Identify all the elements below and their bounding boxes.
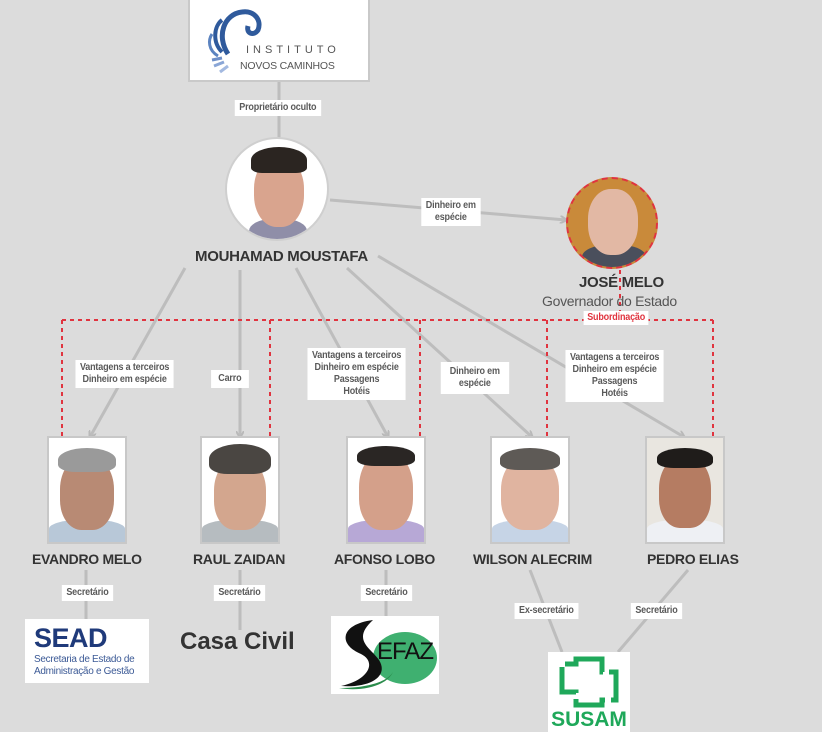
swirl-logo-icon xyxy=(208,9,262,74)
casa-civil-logo: Casa Civil xyxy=(180,628,295,655)
sead-line2: Administração e Gestão xyxy=(34,666,135,677)
wilson-alecrim-name: WILSON ALECRIM xyxy=(473,551,592,567)
label-line: Dinheiro em espécie xyxy=(82,374,167,385)
label-line: Carro xyxy=(218,373,242,384)
afonso-lobo-name: AFONSO LOBO xyxy=(334,551,435,567)
sead-acronym: SEAD xyxy=(34,623,108,653)
pedro-elias-name: PEDRO ELIAS xyxy=(647,551,739,567)
label-line: Dinheiro em xyxy=(425,200,476,211)
label-line: Passagens xyxy=(333,374,380,385)
role-label-wilson: Ex-secretário xyxy=(514,603,579,619)
edge-label-afonso: Vantagens a terceiros Dinheiro em espéci… xyxy=(307,348,406,400)
label-line: espécie xyxy=(458,378,491,389)
edge-label-evandro: Vantagens a terceiros Dinheiro em espéci… xyxy=(75,360,174,388)
subordinacao-label: Subordinação xyxy=(583,311,649,325)
instituto-line1: INSTITUTO xyxy=(246,44,340,56)
label-line: Dinheiro em xyxy=(449,366,500,377)
jose-melo-title: Governador do Estado xyxy=(542,293,677,309)
sead-logo: SEAD Secretaria de Estado de Administraç… xyxy=(25,619,149,683)
edge-label-raul: Carro xyxy=(211,370,249,388)
label-line: Vantagens a terceiros xyxy=(569,352,660,363)
afonso-lobo-photo xyxy=(346,436,426,544)
label-line: Vantagens a terceiros xyxy=(311,350,402,361)
susam-logo: SUSAM xyxy=(548,652,630,732)
sefaz-logo: EFAZ xyxy=(331,616,439,694)
jose-melo-name: JOSÉ MELO xyxy=(579,274,664,291)
label-line: Dinheiro em espécie xyxy=(572,364,657,375)
label-line: Vantagens a terceiros xyxy=(79,362,170,373)
evandro-melo-photo xyxy=(47,436,127,544)
relation-label-melo: Dinheiro em espécie xyxy=(421,198,481,226)
label-line: Dinheiro em espécie xyxy=(314,362,399,373)
instituto-line2: NOVOS CAMINHOS xyxy=(240,60,335,72)
jose-melo-photo xyxy=(566,177,658,269)
susam-text: SUSAM xyxy=(551,708,627,731)
edge-label-pedro: Vantagens a terceiros Dinheiro em espéci… xyxy=(565,350,664,402)
moustafa-name: MOUHAMAD MOUSTAFA xyxy=(195,248,368,265)
role-label-evandro: Secretário xyxy=(61,585,114,601)
instituto-novos-caminhos-logo: INSTITUTO NOVOS CAMINHOS xyxy=(188,0,370,82)
susam-cross-icon xyxy=(559,656,619,708)
sefaz-text: EFAZ xyxy=(377,638,434,665)
raul-zaidan-name: RAUL ZAIDAN xyxy=(193,551,286,567)
label-line: Passagens xyxy=(591,376,638,387)
edge-label-wilson: Dinheiro em espécie xyxy=(440,362,509,394)
role-label-afonso: Secretário xyxy=(360,585,413,601)
evandro-melo-name: EVANDRO MELO xyxy=(32,551,142,567)
role-label-raul: Secretário xyxy=(213,585,266,601)
role-label-pedro: Secretário xyxy=(630,603,683,619)
label-line: Hotéis xyxy=(343,386,370,397)
label-line: Hotéis xyxy=(601,388,628,399)
label-line: espécie xyxy=(434,212,467,223)
relation-label-proprietario-oculto: Proprietário oculto xyxy=(234,100,321,116)
raul-zaidan-photo xyxy=(200,436,280,544)
sead-line1: Secretaria de Estado de xyxy=(34,654,135,665)
moustafa-photo xyxy=(225,137,329,241)
wilson-alecrim-photo xyxy=(490,436,570,544)
pedro-elias-photo xyxy=(645,436,725,544)
sefaz-swoosh-icon xyxy=(339,620,437,690)
